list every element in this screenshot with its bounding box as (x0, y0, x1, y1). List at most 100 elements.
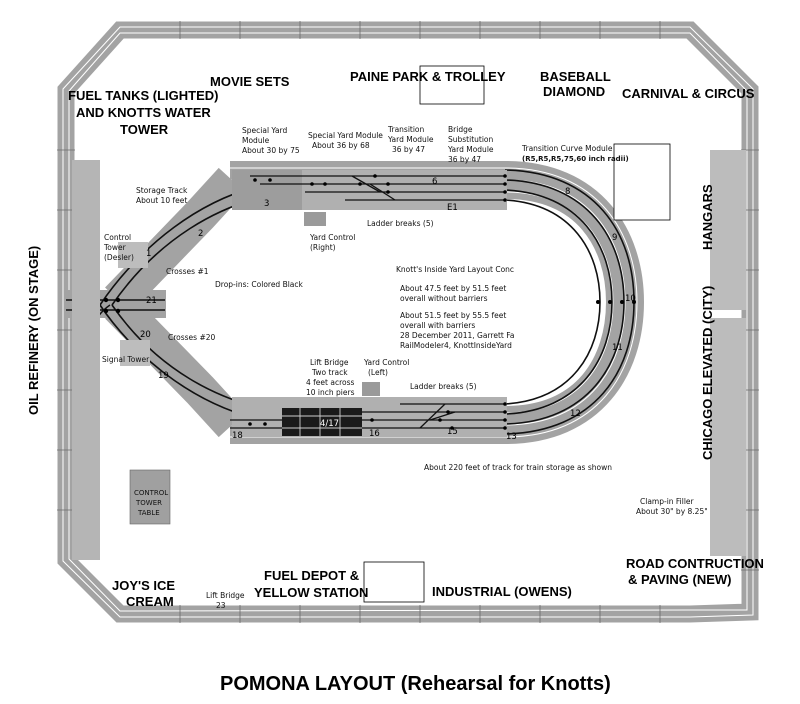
note-lift-bridge-3: 4 feet across (306, 378, 354, 387)
note-crosses-20: Crosses #20 (168, 333, 216, 342)
bottom-yard (230, 382, 507, 437)
note-lift-bridge-1: Lift Bridge (310, 358, 349, 367)
label-fuel-tanks-2: AND KNOTTS WATER (76, 105, 211, 120)
module-num-15: 15 (447, 427, 458, 437)
note-lift-bridge-23-1: Lift Bridge (206, 591, 245, 600)
top-yard-dots (253, 174, 507, 202)
inner-oval (230, 161, 645, 444)
label-fuel-tanks-1: FUEL TANKS (LIGHTED) (68, 88, 218, 103)
module-num-9: 9 (612, 233, 617, 243)
page-title: POMONA LAYOUT (Rehearsal for Knotts) (220, 673, 611, 695)
label-industrial: INDUSTRIAL (OWENS) (432, 584, 572, 599)
control-tower-pad (118, 242, 148, 268)
note-knott-5: overall with barriers (400, 321, 475, 330)
label-road-2: & PAVING (NEW) (628, 572, 732, 587)
label-road-1: ROAD CONTRUCTION (626, 556, 764, 571)
note-bridge-sub-2: Substitution (448, 135, 494, 144)
module-num-2: 2 (198, 229, 203, 239)
oil-refinery-strip (72, 160, 100, 560)
note-crosses-1: Crosses #1 (166, 267, 209, 276)
note-transition-curve-2: (R5,R5,R5,75,60 inch radii) (522, 155, 629, 163)
top-yard-ladder (250, 175, 505, 201)
note-bridge-sub-1: Bridge (448, 125, 473, 134)
note-control-tower-3: (Desler) (104, 253, 134, 262)
module-num-417: 4/17 (320, 419, 339, 429)
note-special-yard-b-1: Special Yard Module (308, 131, 383, 140)
lift-bridge-deck (282, 408, 362, 436)
note-lift-bridge-23-2: 23 (216, 601, 226, 610)
note-ladder-top: Ladder breaks (5) (367, 219, 434, 228)
notes: Special Yard Module About 30 by 75 Speci… (102, 125, 708, 610)
note-transition-yard-1: Transition (387, 125, 425, 134)
note-special-yard-b-2: About 36 by 68 (312, 141, 370, 150)
note-storage-total: About 220 feet of track for train storag… (424, 463, 612, 472)
note-bridge-sub-3: Yard Module (447, 145, 494, 154)
note-dropins: Drop-ins: Colored Black (215, 280, 304, 289)
label-joys-2: CREAM (126, 594, 174, 609)
note-yard-control-left-2: (Left) (368, 368, 388, 377)
note-knott-6: 28 December 2011, Garrett Fa (400, 331, 514, 340)
module-num-21: 21 (146, 296, 157, 306)
note-ladder-bottom: Ladder breaks (5) (410, 382, 477, 391)
module-num-13: 13 (506, 432, 517, 442)
outer-loop-rail-outer (62, 26, 754, 618)
paine-park-box (419, 65, 485, 105)
note-control-table-3: TABLE (137, 509, 160, 517)
yard-module-left-top (232, 170, 302, 210)
note-transition-curve-1: Transition Curve Module (521, 144, 613, 153)
module-num-16: 16 (369, 429, 380, 439)
note-control-table-2: TOWER (135, 499, 162, 507)
note-clamp-1: Clamp-in Filler (640, 497, 695, 506)
note-yard-control-left-1: Yard Control (363, 358, 409, 367)
hangars-strip (710, 150, 746, 310)
module-num-11: 11 (612, 343, 623, 353)
label-baseball-1: BASEBALL (540, 69, 611, 84)
note-knott-1: Knott's Inside Yard Layout Conc (396, 265, 514, 274)
label-fuel-depot-2: YELLOW STATION (254, 585, 368, 600)
top-yard (232, 170, 507, 226)
module-num-e1: E1 (447, 203, 458, 213)
label-baseball-2: DIAMOND (543, 84, 605, 99)
note-special-yard-a-1: Special Yard (242, 126, 288, 135)
crossing-dot-3 (103, 297, 109, 303)
label-fuel-depot-1: FUEL DEPOT & (264, 568, 359, 583)
note-special-yard-a-3: About 30 by 75 (242, 146, 300, 155)
module-num-1: 1 (146, 249, 151, 259)
bottom-yard-dots (248, 402, 507, 430)
module-num-12: 12 (570, 409, 581, 419)
note-control-tower-2: Tower (103, 243, 127, 252)
module-num-10: 10 (625, 294, 636, 304)
note-knott-2: About 47.5 feet by 51.5 feet (400, 284, 506, 293)
note-transition-yard-3: 36 by 47 (392, 145, 425, 154)
label-joys-1: JOY'S ICE (112, 578, 175, 593)
outer-loop-rail-inner (68, 32, 748, 612)
note-storage-2: About 10 feet (136, 196, 187, 205)
note-bridge-sub-4: 36 by 47 (448, 155, 481, 164)
inner-oval-rail-2 (230, 179, 626, 426)
note-storage-1: Storage Track (136, 186, 188, 195)
label-paine-park: PAINE PARK & TROLLEY (350, 69, 506, 84)
inner-oval-rail-1 (230, 167, 638, 438)
crossing-dot-4 (103, 308, 109, 314)
crossing-dot-1 (115, 297, 121, 303)
crossing-dot-2 (115, 308, 121, 314)
note-control-table-1: CONTROL (134, 489, 168, 497)
note-knott-4: About 51.5 feet by 55.5 feet (400, 311, 506, 320)
curve-junction-dots (596, 300, 636, 304)
note-lift-bridge-2: Two track (311, 368, 348, 377)
note-control-tower-1: Control (104, 233, 131, 242)
west-diag-upper (105, 167, 246, 313)
yard-control-left-pad (362, 382, 380, 396)
note-yard-control-right-1: Yard Control (309, 233, 355, 242)
note-clamp-2: About 30" by 8.25" (636, 507, 708, 516)
module-num-19: 19 (158, 371, 169, 381)
module-num-6: 6 (432, 177, 437, 187)
label-oil-refinery: OIL REFINERY (ON STAGE) (26, 246, 41, 415)
note-special-yard-a-2: Module (242, 136, 270, 145)
label-chicago: CHICAGO ELEVATED (CITY) (700, 286, 715, 460)
bottom-yard-ladder (230, 403, 505, 429)
module-num-20: 20 (140, 330, 151, 340)
carnival-box (613, 143, 671, 221)
industrial-box (363, 561, 425, 603)
